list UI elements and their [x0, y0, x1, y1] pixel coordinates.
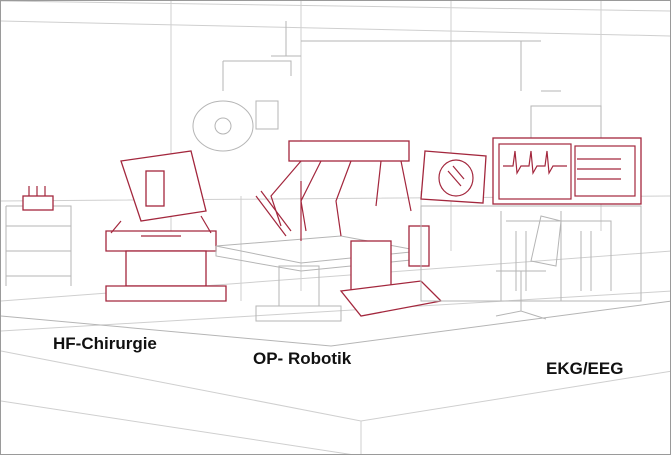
label-hf-chirurgie: HF-Chirurgie	[53, 334, 157, 353]
hf-surgery-console	[105, 150, 227, 302]
surgical-robot	[255, 140, 443, 317]
instrument-cart	[5, 186, 72, 286]
ceiling-lamp	[192, 21, 602, 152]
label-op-robotik: OP- Robotik	[253, 349, 352, 368]
monitors	[420, 137, 642, 205]
operating-table	[215, 235, 422, 322]
label-ekg-eeg: EKG/EEG	[546, 359, 624, 378]
cabinets-and-chair	[420, 205, 642, 320]
